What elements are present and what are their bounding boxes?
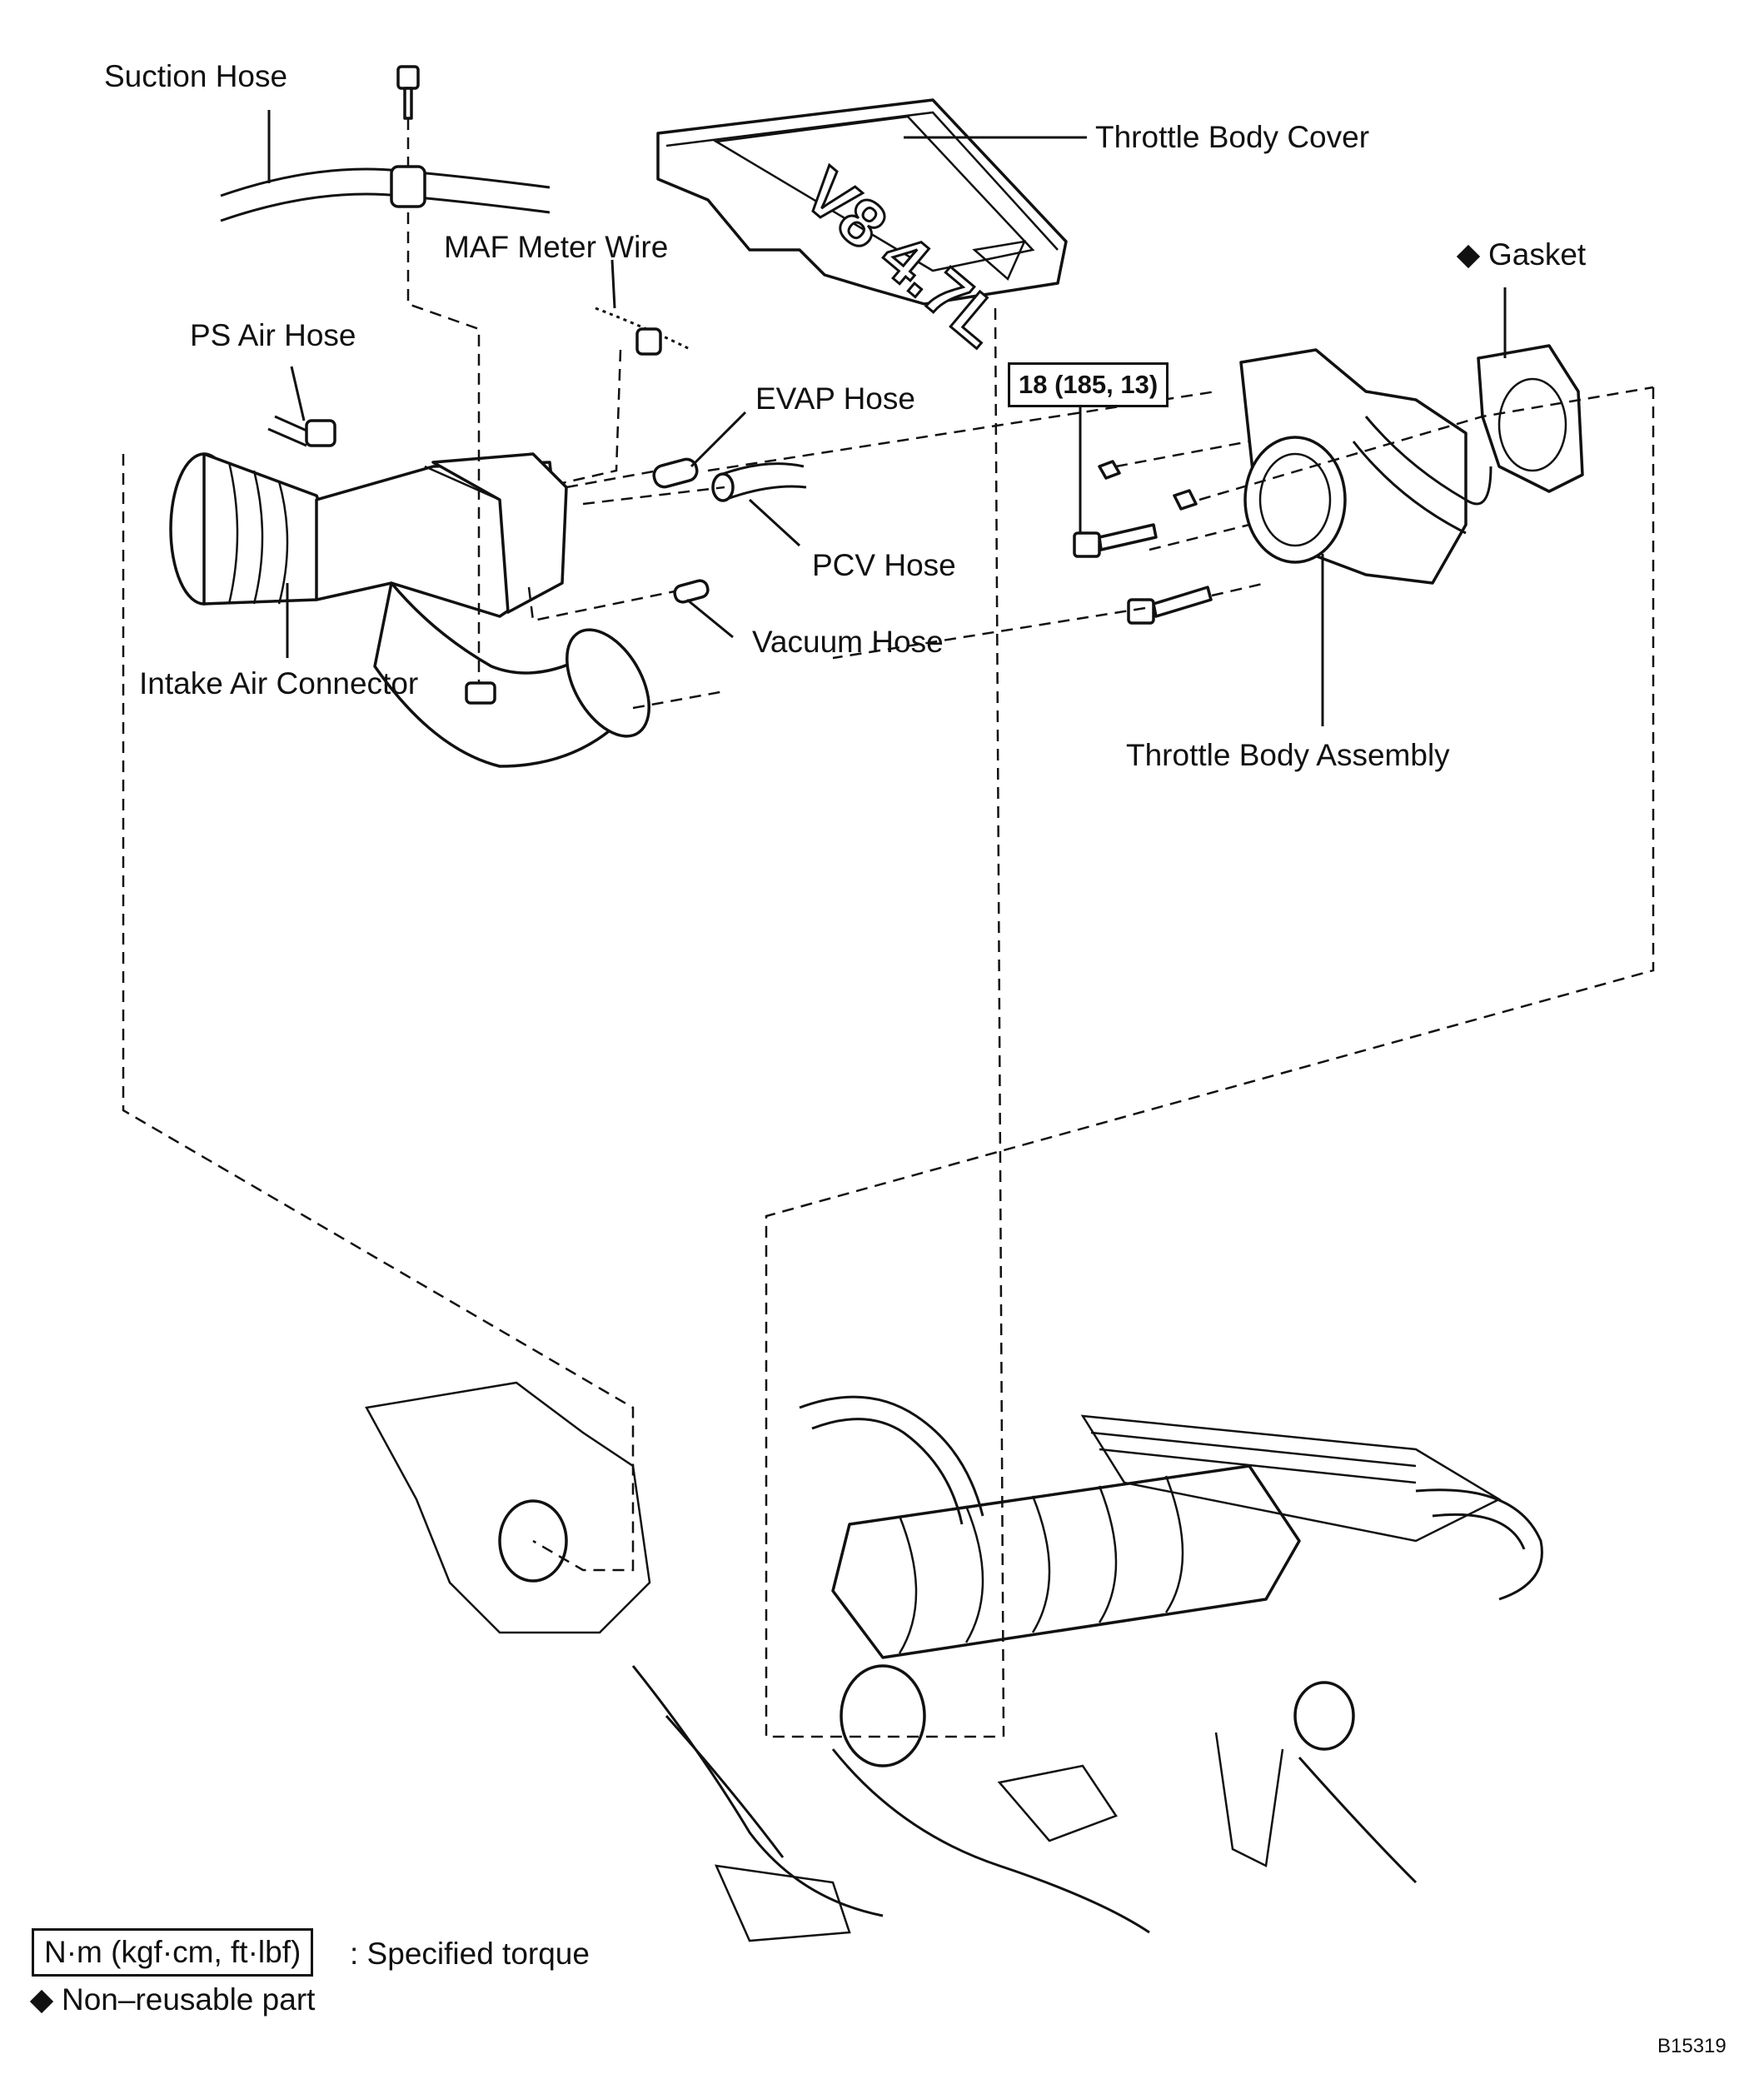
diamond-icon [1456, 245, 1481, 269]
label-gasket: Gasket [1456, 239, 1586, 270]
legend-non-reusable: Non–reusable part [29, 1984, 315, 2015]
leader-lines [267, 110, 1507, 726]
ps-air-hose-drawing [267, 415, 336, 447]
label-intake-air-connector: Intake Air Connector [139, 666, 419, 700]
label-pcv-hose: PCV Hose [812, 548, 956, 582]
label-throttle-body-cover: Throttle Body Cover [1095, 120, 1370, 154]
small-hoses-drawing [652, 457, 807, 604]
engine-drawing [365, 1381, 1543, 1942]
label-throttle-body-assembly: Throttle Body Assembly [1126, 738, 1450, 772]
throttle-body-cover-drawing: V8 4.7L [656, 98, 1068, 362]
torque-spec-box: 18 (185, 13) [1008, 362, 1169, 407]
label-evap-hose: EVAP Hose [755, 381, 915, 416]
suction-hose-drawing [220, 65, 551, 222]
gasket-drawing [1477, 344, 1584, 493]
maf-meter-wire-drawing [595, 307, 692, 356]
legend-torque-unit: N·m (kgf·cm, ft·lbf) [32, 1928, 314, 1977]
assembly-lines [122, 212, 1655, 1738]
diamond-icon [29, 1990, 54, 2014]
label-maf-meter-wire: MAF Meter Wire [444, 230, 669, 264]
figure-code: B15319 [1657, 2035, 1727, 2057]
throttle-body-drawing [1073, 348, 1492, 625]
label-suction-hose: Suction Hose [104, 59, 288, 93]
legend-torque-desc: : Specified torque [350, 1937, 590, 1971]
label-vacuum-hose: Vacuum Hose [752, 625, 944, 659]
intake-air-connector-drawing [169, 452, 650, 768]
label-ps-air-hose: PS Air Hose [190, 318, 356, 352]
